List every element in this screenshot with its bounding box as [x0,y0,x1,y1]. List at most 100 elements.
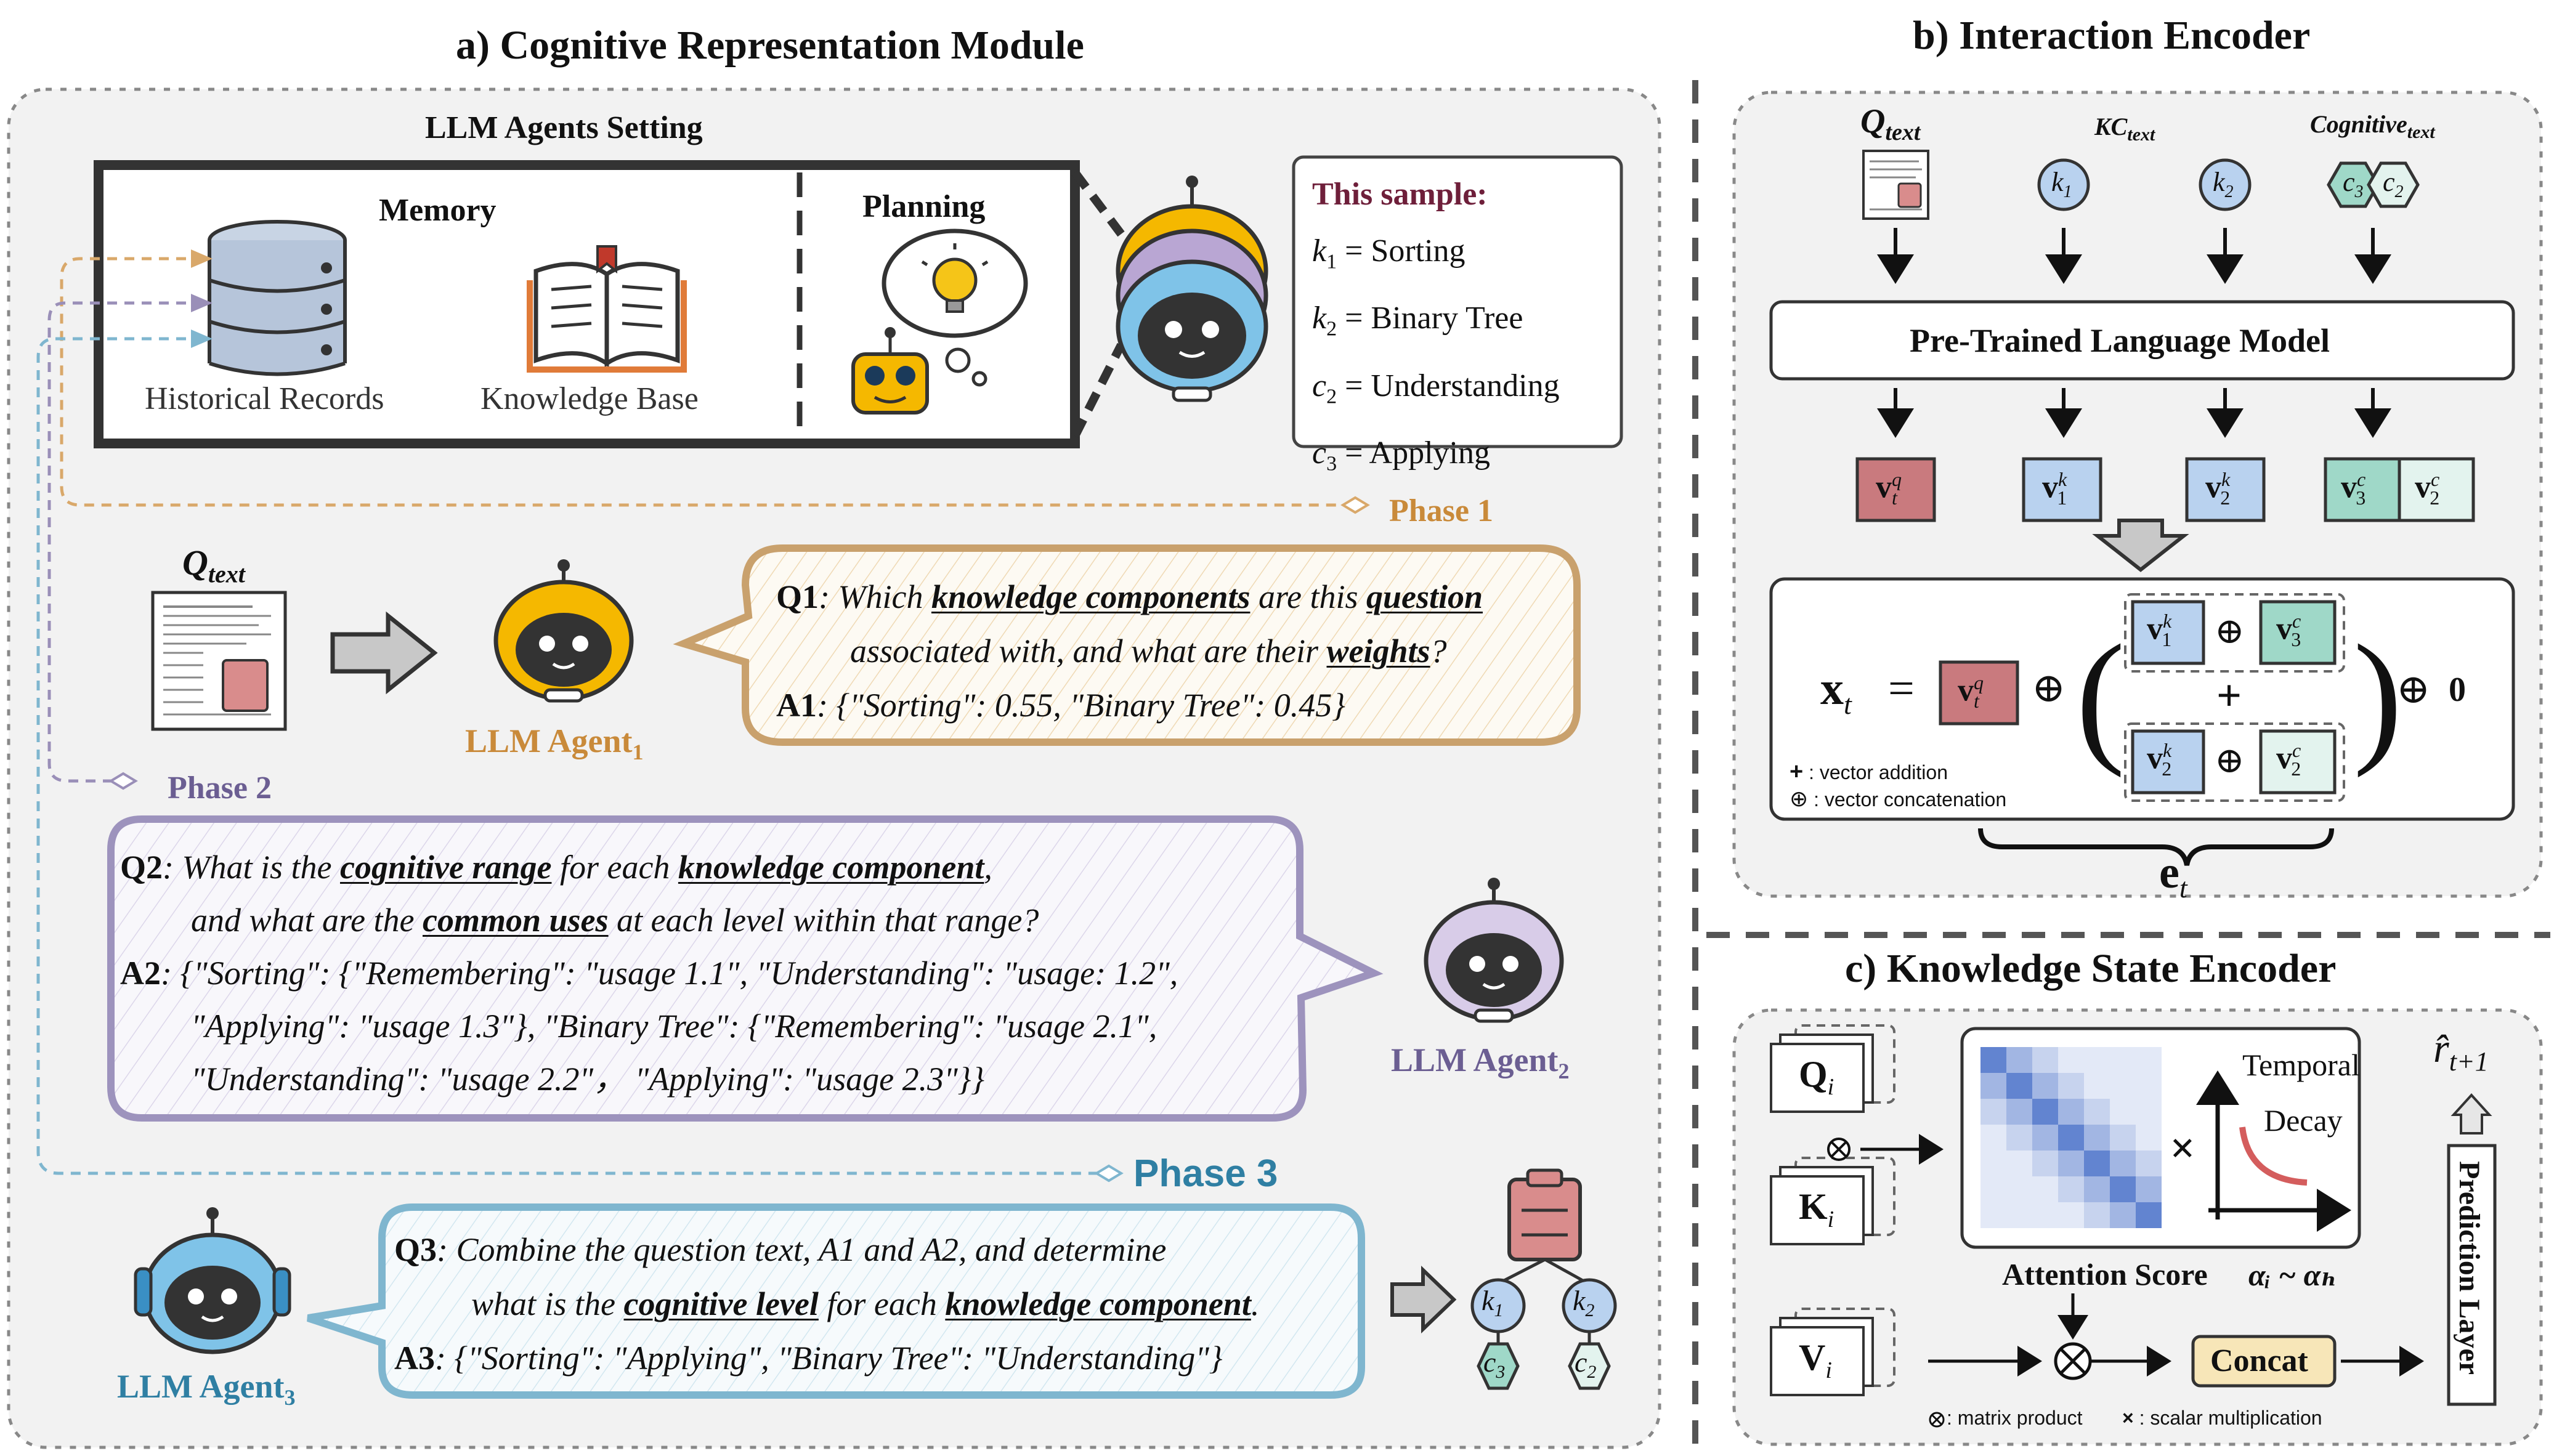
heatmap-cell [2110,1125,2136,1151]
tree-k1-label: k1 [1482,1285,1504,1321]
heatmap-cell [2058,1151,2084,1176]
oplus-3: ⊕ [2215,740,2245,780]
q3-bubble [307,1203,1365,1399]
phase1-label: Phase 1 [1389,493,1493,528]
heatmap-cell [2136,1047,2162,1073]
vk1-label: vk1 [2042,468,2067,509]
heatmap-cell [1980,1073,2006,1099]
ki-stack [1770,1157,1895,1245]
alpha-range-label: αᵢ ~ αₕ [2248,1258,2337,1292]
heatmap-cell [1980,1202,2006,1228]
vq-vector [1855,457,1936,522]
heatmap-cell [1980,1151,2006,1176]
plm-input-arrows [1877,228,2391,284]
heatmap-cell [2058,1047,2084,1073]
heatmap-cell [1980,1099,2006,1125]
heatmap-cell [2084,1125,2110,1151]
agent1-robot-icon [493,559,634,703]
tree-k2-label: k2 [1573,1285,1595,1321]
heatmap-cell [2032,1151,2058,1176]
agent1-label: LLM Agent1 [465,722,644,764]
legend-concat: ⊕ : vector concatenation [1790,786,2007,811]
k1-node [2037,158,2090,211]
et-label: et [2159,847,2187,904]
legend-matrix: : matrix product [1947,1407,2083,1429]
vk2-label: vk2 [2205,468,2231,509]
heatmap-cell [2084,1073,2110,1099]
concat-box [2191,1335,2337,1388]
agent2-robot-icon [1424,878,1564,1023]
heatmap-cell [2006,1202,2032,1228]
heatmap-cell [2136,1099,2162,1125]
b-k2-text: k2 [2213,167,2234,201]
heatmap-cell [2110,1151,2136,1176]
heatmap-cell [2006,1151,2032,1176]
heatmap-cell [2006,1047,2032,1073]
heatmap-cell [2058,1125,2084,1151]
plm-label: Pre-Trained Language Model [1910,322,2330,359]
vc2-label: vc2 [2415,468,2440,509]
heatmap-cell [2136,1176,2162,1202]
heatmap-cell [2110,1202,2136,1228]
c2-node [2367,161,2420,208]
xt-vq-label: vqt [1958,671,1984,712]
b-kctext-label: KCtext [2094,113,2155,145]
plus-sign: + [2216,671,2242,720]
oplus-1: ⊕ [2032,666,2066,711]
plm-box [1769,300,2515,381]
question-doc-small-icon [1862,150,1929,220]
xt-vc2-label: vc2 [2276,739,2301,780]
sample-list: This sample: k1 = Sorting k2 = Binary Tr… [1312,166,1560,493]
heatmap-cell [2084,1151,2110,1176]
heatmap-cell [2006,1125,2032,1151]
concat-label: Concat [2210,1343,2308,1378]
phase3-label: Phase 3 [1133,1152,1278,1195]
knowledge-base-label: Knowledge Base [480,381,699,416]
heatmap-cell [2110,1073,2136,1099]
right-paren: ) [2353,614,2402,778]
temporal-label: Temporal [2242,1048,2360,1082]
tree-c3-label: c3 [1483,1346,1506,1383]
up-arrow [2451,1093,2492,1134]
panel-a-title: a) Cognitive Representation Module [456,23,1084,68]
b-c3-text: c3 [2343,167,2364,201]
prediction-layer-box [2447,1144,2497,1406]
agent3-robot-icon [134,1207,291,1354]
xt-label: xt [1820,663,1852,721]
heatmap-cell [2058,1176,2084,1202]
oplus-4: ⊕ [2396,667,2431,712]
sample-row: k2 = Binary Tree [1312,301,1523,341]
memory-label: Memory [379,193,497,228]
heatmap-cell [2006,1099,2032,1125]
vi-label: Vi [1799,1337,1832,1383]
heatmap-cell [1980,1125,2006,1151]
xt-vq [1939,660,2019,726]
arrow-to-agent1 [330,611,438,695]
q3-text: Q3: Combine the question text, A1 and A2… [394,1231,1260,1377]
heatmap-cell [2032,1047,2058,1073]
b-qtext-label: Qtext [1860,102,1921,146]
phase2-label: Phase 2 [168,770,272,806]
heatmap-cell [2136,1151,2162,1176]
heatmap-cell [2084,1176,2110,1202]
heatmap-cell [2058,1073,2084,1099]
oplus-2: ⊕ [2215,611,2245,651]
robot-stack-icon [1071,169,1268,439]
times-symbol: × [2170,1123,2195,1173]
attention-box [1960,1027,2361,1249]
vc2-vector [2398,457,2475,522]
attention-heatmap [1980,1047,2162,1228]
sample-row: c2 = Understanding [1312,368,1560,408]
b-k1-text: k1 [2051,167,2072,201]
xt-vk1-label: vk1 [2147,610,2172,650]
agent2-label: LLM Agent2 [1391,1041,1570,1083]
heatmap-cell [2084,1047,2110,1073]
sample-row: k1 = Sorting [1312,233,1466,273]
heatmap-cell [1980,1047,2006,1073]
heatmap-cell [2084,1202,2110,1228]
zero-vector: 0 [2449,671,2466,709]
database-icon [208,220,347,376]
heatmap-cell [2136,1125,2162,1151]
heatmap-cell [2006,1176,2032,1202]
